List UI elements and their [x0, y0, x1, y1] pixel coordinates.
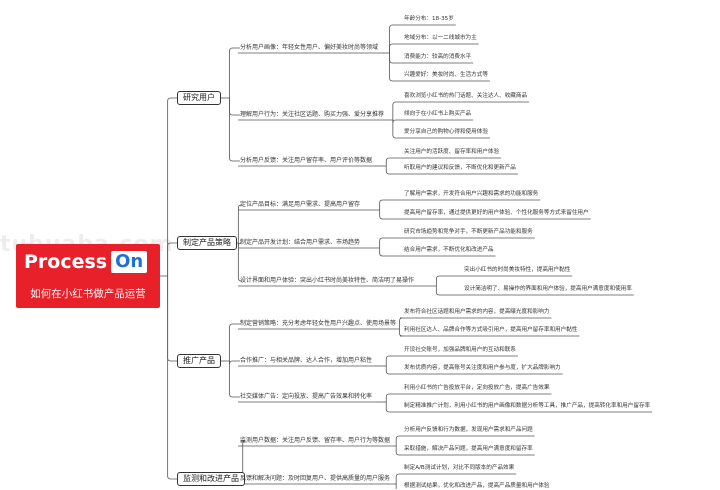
branch-2-connector-link-1 — [229, 360, 240, 365]
branch-3-topic-1-detail-1[interactable]: 根据测试结果，优化和改进产品，提高产品质量和用户体验 — [404, 483, 550, 489]
branch-2-topic-0-detail-1[interactable]: 利用社区达人、品牌合作等方式吸引用户，提高用户留存率和用户黏性 — [404, 327, 578, 333]
branch-2-topic-2[interactable]: 社交媒体广告：定向投放、提高广告效果和转化率 — [240, 393, 373, 400]
branch-2-topic-2-connector-link-0 — [385, 393, 400, 402]
branch-2-topic-1[interactable]: 合作推广：与相关品牌、达人合作，增加用户粘性 — [240, 357, 373, 364]
branch-2-topic-1-detail-0[interactable]: 开设社交账号，加强品牌和用户的互动和联系 — [404, 347, 516, 353]
branch-0-topic-0[interactable]: 分析用户画像：年轻女性用户、偏好美妆时尚等领域 — [240, 44, 379, 51]
branch-2-topic-1-connector-link-0 — [385, 355, 400, 366]
branch-2-topic-2-detail-1[interactable]: 制定精准推广计划，利用小红书的用户画像和数据分析等工具，推广产品，提高转化率和用… — [404, 403, 651, 409]
branch-1-topic-0-connector-link-1 — [379, 210, 400, 220]
branch-3-connector-link-0 — [240, 440, 246, 479]
branch-1-topic-1-connector-link-1 — [379, 248, 400, 257]
branch-2-topic-2-connector-link-1 — [385, 402, 400, 413]
branch-0-topic-1[interactable]: 理解用户行为：关注社区话题、购买力强、爱分享推荐 — [240, 111, 385, 118]
branch-3-topic-1-connector-link-1 — [395, 484, 397, 489]
branch-0-topic-2-detail-1[interactable]: 听取用户的建议和反馈，不断优化和更新产品 — [404, 165, 516, 171]
branch-2-topic-0-connector-link-1 — [399, 329, 403, 337]
branch-0-topic-2[interactable]: 分析用户反馈：关注用户留存率、用户评价等数据 — [240, 157, 373, 164]
branch-1-topic-2[interactable]: 设计界面和用户体验：突出小红书时尚美妆特性、简洁明了易操作 — [240, 277, 415, 284]
branch-1-topic-0-detail-1[interactable]: 提高用户留存率，通过提供更好的用户体验、个性化服务等方式来留住用户 — [404, 210, 589, 216]
branch-0-topic-0-detail-1[interactable]: 地域分布：以一二线城市为主 — [404, 35, 477, 41]
branch-2-topic-0[interactable]: 制定营销策略：充分考虑年轻女性用户兴趣点、使用场景等 — [240, 320, 397, 327]
branch-1-topic-2-detail-0[interactable]: 突出小红书的时尚美妆特性，提高用户黏性 — [464, 267, 571, 273]
branch-1-topic-0-connector-link-0 — [379, 199, 400, 210]
branch-0-connector-link-0 — [229, 47, 240, 98]
branch-2-topic-2-detail-0[interactable]: 利用小红书的广告投放平台，定向投放广告，提高广告效果 — [404, 385, 550, 391]
branch-2-topic-0-detail-0[interactable]: 发布符合社区话题和用户需求的内容，提高曝光度和影响力 — [404, 309, 550, 315]
branch-0-topic-0-detail-0[interactable]: 年龄分布：18-35岁 — [404, 16, 454, 22]
root-connector-link-2 — [167, 276, 177, 362]
logo-word: Process — [24, 251, 108, 273]
branch-0-topic-0-detail-3[interactable]: 兴趣爱好：美妆时尚、生活方式等 — [404, 72, 488, 78]
root-connector-link-3 — [167, 276, 177, 480]
branch-1-topic-0-detail-0[interactable]: 了解用户需求，开发符合用户兴趣和需求的功能和服务 — [404, 191, 539, 197]
branch-0-topic-1-detail-1[interactable]: 倾向于在小红书上购买产品 — [404, 111, 472, 117]
branch-0-node[interactable]: 研究用户 — [177, 91, 221, 105]
branch-0-connector-link-1 — [229, 98, 240, 116]
branch-1-topic-2-detail-1[interactable]: 设计简洁明了、易操作的界面和用户体验，提高用户满意度和使用率 — [464, 286, 632, 292]
branch-1-topic-2-connector-link-0 — [435, 275, 460, 286]
branch-2-topic-0-connector-link-0 — [399, 317, 403, 329]
branch-3-topic-0-detail-1[interactable]: 采取措施，解决产品问题，提高用户满意度和留存率 — [404, 446, 533, 452]
root-title: 如何在小红书做产品运营 — [30, 288, 146, 300]
branch-0-topic-2-connector-link-1 — [385, 166, 400, 175]
branch-2-node[interactable]: 推广产品 — [177, 354, 221, 368]
root-connector-link-1 — [167, 242, 177, 276]
branch-1-connector-link-2 — [237, 243, 242, 282]
branch-3-topic-1[interactable]: 反馈和解决问题：及时回复用户、提供高质量的用户服务 — [240, 475, 391, 482]
branch-0-topic-0-detail-2[interactable]: 消费能力：较高的消费水平 — [404, 54, 472, 60]
branch-3-topic-1-connector-link-0 — [395, 473, 400, 484]
root-node[interactable]: Process On 如何在小红书做产品运营 — [16, 244, 160, 308]
branch-0-topic-0-connector-link-3 — [389, 53, 400, 82]
branch-2-topic-1-detail-1[interactable]: 发布优质内容，提高账号关注度和用户参与度，扩大品牌影响力 — [404, 365, 561, 371]
branch-0-connector-link-2 — [229, 98, 240, 162]
processon-logo: Process On — [24, 250, 148, 274]
branch-0-topic-1-connector-link-2 — [392, 120, 400, 139]
logo-box: On — [111, 251, 148, 273]
branch-2-connector-link-0 — [229, 323, 240, 361]
branch-3-topic-0-detail-0[interactable]: 分析用户反馈和行为数据，发现用户需求和产品问题 — [404, 427, 533, 433]
root-connector-link-0 — [167, 97, 177, 276]
branch-0-topic-0-connector-link-2 — [389, 53, 400, 64]
branch-0-topic-1-detail-0[interactable]: 喜欢浏览小红书的热门话题、关注达人、收藏商品 — [404, 93, 528, 99]
branch-1-topic-0[interactable]: 定位产品目标：满足用户需求、提高用户留存 — [240, 201, 361, 208]
branch-1-node[interactable]: 制定产品策略 — [177, 236, 237, 250]
branch-0-topic-1-connector-link-1 — [392, 119, 400, 124]
branch-3-topic-0[interactable]: 监测用户数据：关注用户反馈、留存率、用户行为等数据 — [240, 437, 391, 444]
branch-3-topic-0-connector-link-0 — [395, 435, 400, 446]
branch-3-topic-0-connector-link-1 — [395, 446, 400, 456]
branch-3-node[interactable]: 监测和改进产品 — [177, 472, 245, 486]
branch-2-topic-1-connector-link-1 — [385, 366, 400, 375]
branch-0-topic-0-connector-link-0 — [389, 24, 400, 53]
branch-1-topic-1[interactable]: 制定产品开发计划：结合用户需求、市场趋势 — [240, 239, 361, 246]
branch-1-topic-1-connector-link-0 — [379, 237, 400, 248]
branch-1-topic-1-detail-0[interactable]: 研究市场趋势和竞争对手，不断更新产品功能和服务 — [404, 229, 533, 235]
branch-2-connector-link-2 — [229, 361, 240, 398]
branch-0-topic-2-connector-link-0 — [385, 157, 400, 166]
branch-3-topic-1-detail-0[interactable]: 制定A/B测试计划，对比不同版本的产品效果 — [404, 465, 515, 471]
branch-0-topic-2-detail-0[interactable]: 关注用户的活跃度、留存率和用户体验 — [404, 149, 500, 155]
branch-1-topic-2-connector-link-1 — [435, 286, 460, 296]
branch-0-topic-1-detail-2[interactable]: 爱分享自己的购物心得和使用体验 — [404, 129, 488, 135]
branch-1-topic-1-detail-1[interactable]: 结合用户需求，不断优化和改进产品 — [404, 247, 494, 253]
branch-1-connector-link-0 — [237, 204, 242, 243]
branch-0-topic-0-connector-link-1 — [389, 43, 400, 53]
branch-0-topic-1-connector-link-0 — [392, 101, 400, 120]
